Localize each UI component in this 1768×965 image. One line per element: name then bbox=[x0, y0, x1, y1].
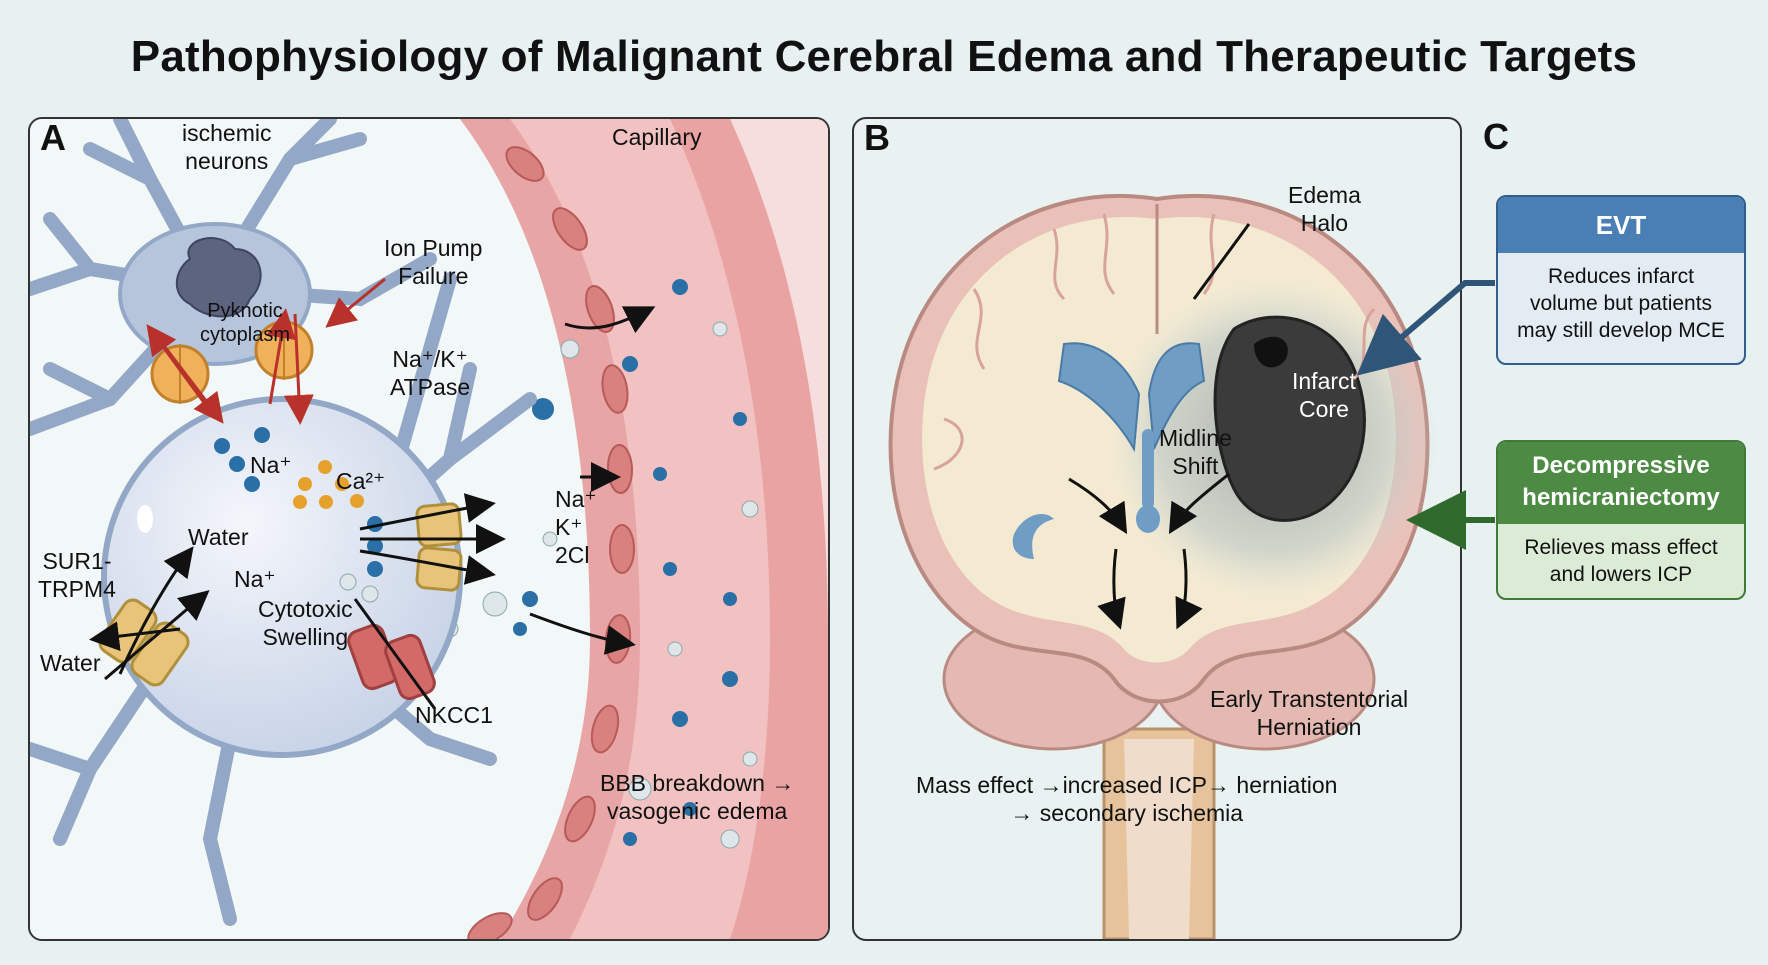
aqueduct bbox=[1136, 505, 1160, 533]
capillary-label: Capillary bbox=[612, 124, 702, 150]
infarct-core bbox=[1213, 315, 1366, 522]
pump-arrows bbox=[146, 277, 386, 425]
panel-c-label: C bbox=[1483, 116, 1509, 157]
intracellular-ions bbox=[214, 427, 379, 603]
bbb-breakdown-label: BBB breakdown →vasogenic edema bbox=[600, 770, 795, 824]
sodium-influx-label: Na⁺ bbox=[234, 566, 276, 592]
extravasation-arrow-3 bbox=[529, 612, 636, 655]
sur1-trpm4-label: SUR1-TRPM4 bbox=[38, 548, 116, 602]
figure-title: Pathophysiology of Malignant Cerebral Ed… bbox=[130, 32, 1638, 81]
nkcc1-channel bbox=[347, 598, 437, 710]
nkcc1-label: NKCC1 bbox=[415, 702, 493, 728]
pyknotic-nucleus bbox=[175, 237, 262, 318]
edema-pointer bbox=[1192, 223, 1251, 300]
third-ventricle bbox=[1142, 429, 1154, 509]
sodium-label: Na⁺ bbox=[250, 452, 292, 478]
panel-b-label: B bbox=[864, 117, 890, 158]
temporal-horn bbox=[1012, 514, 1054, 559]
cotransport-ions-label: Na⁺K⁺2Cl bbox=[555, 486, 597, 568]
evt-title: EVT bbox=[1498, 197, 1744, 253]
mass-effect-label: Mass effect →increased ICP→ herniation→ … bbox=[916, 772, 1338, 826]
calcium-label: Ca²⁺ bbox=[336, 468, 386, 494]
left-ventricle bbox=[1057, 342, 1141, 453]
extravasation-arrow-1 bbox=[564, 306, 656, 334]
water-influx-label: Water bbox=[188, 524, 249, 550]
panel-a-illustration bbox=[30, 119, 828, 939]
plasma-ions bbox=[441, 279, 759, 849]
panel-b-illustration bbox=[888, 193, 1439, 939]
atpase-label: Na⁺/K⁺ATPase bbox=[390, 346, 471, 400]
cotransport-arrows bbox=[359, 493, 506, 585]
herniation-arrows bbox=[1068, 472, 1230, 630]
sur1-arrows bbox=[89, 546, 210, 681]
water-efflux-label: Water bbox=[40, 650, 101, 676]
panel-a-label: A bbox=[40, 117, 66, 158]
